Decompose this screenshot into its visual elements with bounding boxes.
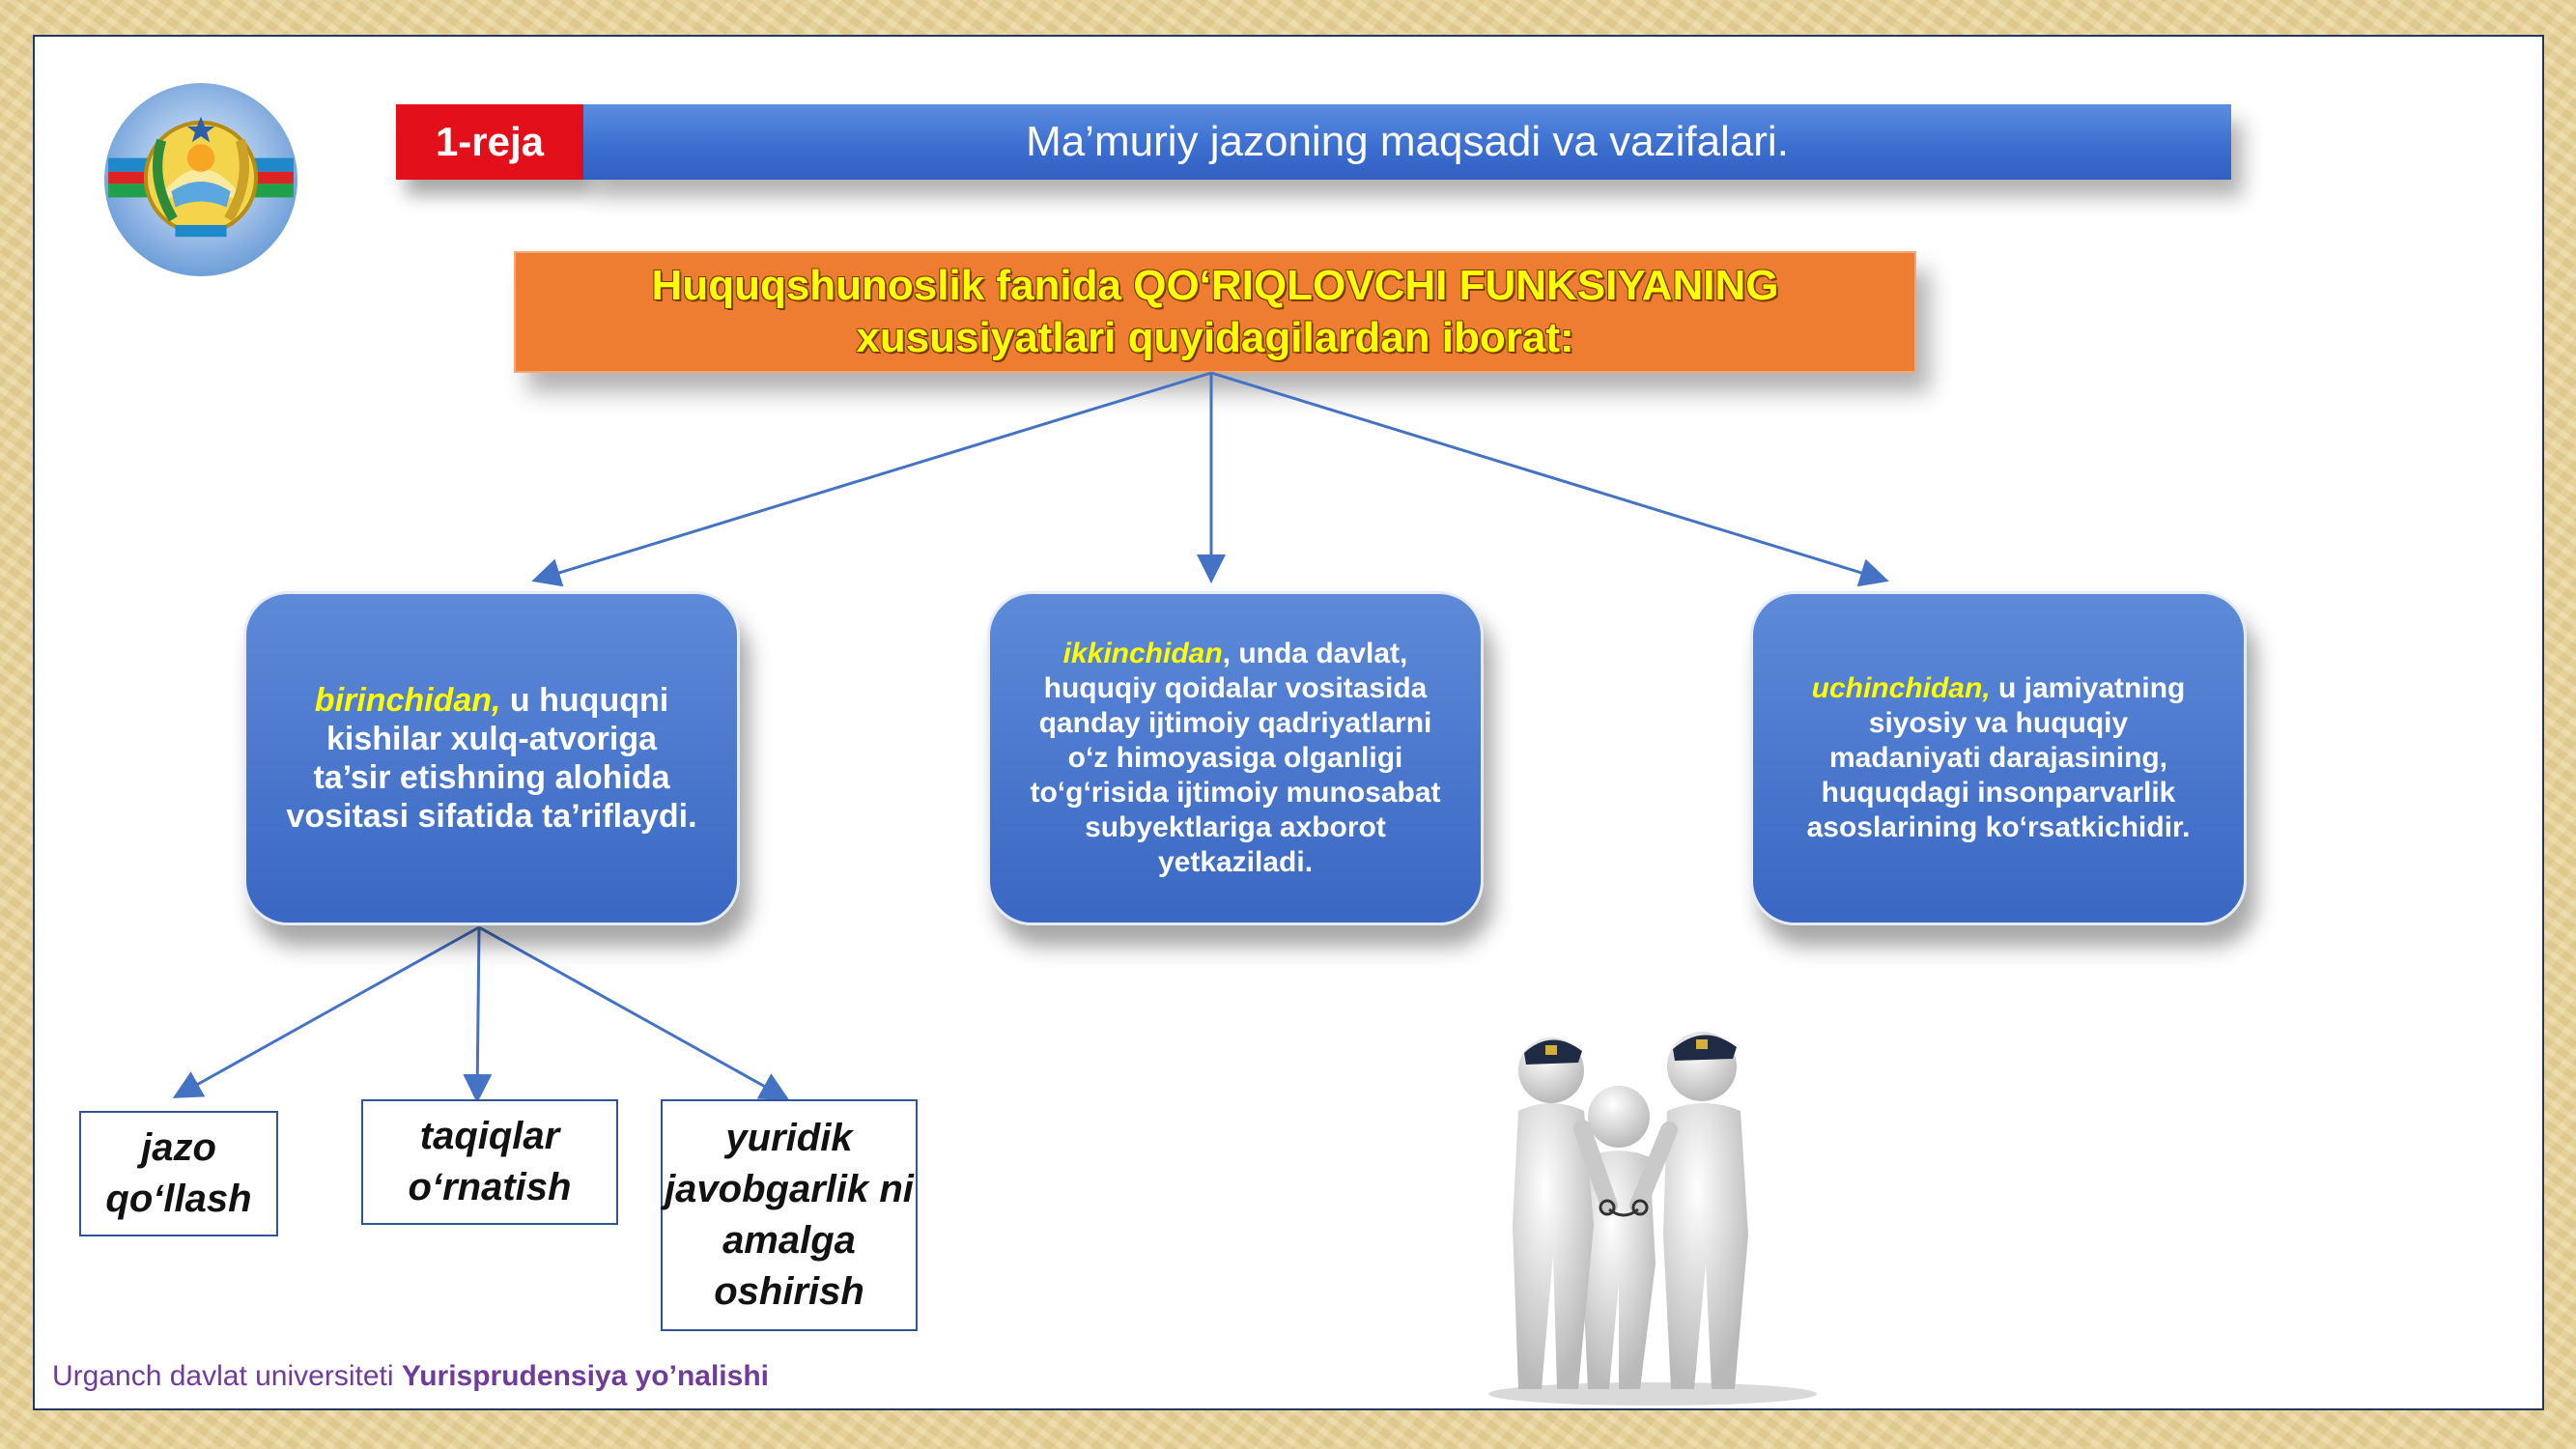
leaf-prohibitions-text: taqiqlar o‘rnatish [408,1115,572,1208]
footer-program: Yurisprudensiya yo’nalishi [401,1360,769,1392]
header-line-1-prefix: Huquqshunoslik fanida [651,262,1134,309]
leaf-punishment: jazo qo‘llash [79,1111,278,1236]
card-second-text: , unda davlat, huquqiy qoidalar vositasi… [1030,638,1441,878]
header-line-1: Huquqshunoslik fanida QO‘RIQLOVCHI FUNKS… [652,260,1779,312]
arrow-to-leaf-1 [172,925,480,1098]
slide-title: Ma’muriy jazoning maqsadi va vazifalari. [583,104,2231,180]
arrow-to-card-3 [1210,371,1889,587]
card-first: birinchidan, u huquqni kishilar xulq-atv… [243,591,740,925]
card-third: uchinchidan, u jamiyatning siyosiy va hu… [1750,591,2247,925]
slide: 1-reja Ma’muriy jazoning maqsadi va vazi… [33,35,2544,1410]
leaf-punishment-text: jazo qo‘llash [105,1126,252,1220]
leaf-prohibitions: taqiqlar o‘rnatish [361,1099,618,1225]
police-figures-image [1488,1032,1817,1406]
header-box: Huquqshunoslik fanida QO‘RIQLOVCHI FUNKS… [514,251,1916,373]
arrow-to-leaf-3 [478,925,790,1100]
arrow-to-leaf-2 [463,926,493,1103]
plan-badge: 1-reja [396,104,583,180]
header-line-2: xususiyatlari quyidagilardan iborat: [856,314,1574,361]
header-line-1-emphasis: QO‘RIQLOVCHI FUNKSIYANING [1133,262,1779,309]
card-third-lead: uchinchidan, [1811,672,1991,704]
connector-arrows [172,371,1889,1103]
footer-university: Urganch davlat universiteti [52,1360,402,1392]
state-emblem-icon [104,83,297,276]
arrow-to-card-1 [531,371,1212,587]
footer-caption: Urganch davlat universiteti Yurisprudens… [52,1360,769,1393]
card-second: ikkinchidan, unda davlat, huquqiy qoidal… [987,591,1484,925]
card-first-lead: birinchidan, [314,682,501,719]
leaf-liability: yuridik javobgarlik ni amalga oshirish [661,1099,918,1331]
card-first-text: u huquqni kishilar xulq-atvoriga ta’sir … [286,682,697,835]
card-second-lead: ikkinchidan [1062,638,1223,669]
card-third-text: u jamiyatning siyosiy va huquqiy madaniy… [1806,672,2191,843]
leaf-liability-text: yuridik javobgarlik ni amalga oshirish [665,1117,914,1313]
